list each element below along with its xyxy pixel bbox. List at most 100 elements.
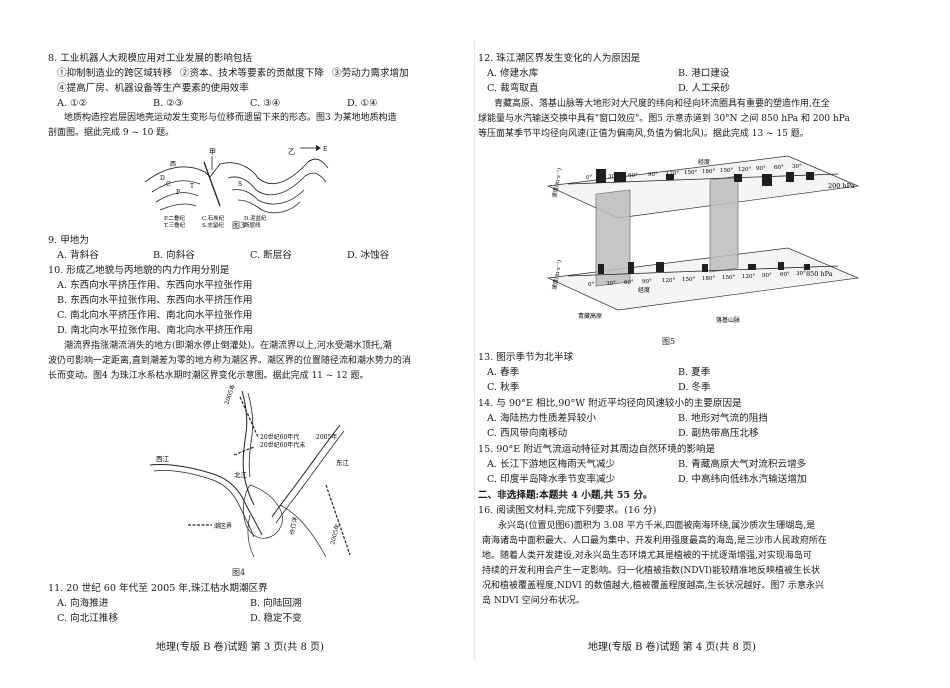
q11-option-b[interactable]: B. 向陆回溯 bbox=[250, 598, 302, 609]
q14-option-c[interactable]: C. 西风带向南移动 bbox=[487, 428, 568, 439]
q8-option-a[interactable]: A. ①② bbox=[57, 98, 88, 109]
q9-option-d[interactable]: D. 冰蚀谷 bbox=[347, 250, 390, 261]
q13-option-b[interactable]: B. 夏季 bbox=[678, 367, 711, 378]
fig5-tick-lower-1: 30° bbox=[606, 281, 616, 287]
fig5-tick-lower-0: 0° bbox=[588, 282, 594, 288]
fig5-region-tibet: 青藏高原 bbox=[578, 312, 602, 320]
fig5-lower-level: 850 hPa bbox=[806, 270, 833, 278]
q11-option-c[interactable]: C. 向北江推移 bbox=[57, 613, 119, 624]
q8-stem: 8. 工业机器人大规模应用对工业发展的影响包括 bbox=[48, 53, 253, 64]
fig4-label-2005-north: 2005年 bbox=[222, 385, 237, 406]
fig3-label-jia: 甲 bbox=[209, 148, 216, 156]
q10-option-b[interactable]: B. 东西向水平拉张作用、东西向水平挤压作用 bbox=[57, 295, 253, 306]
q10-option-d[interactable]: D. 南北向水平拉张作用、南北向水平挤压作用 bbox=[57, 325, 253, 336]
fig5-tick-lower-6: 180° bbox=[702, 276, 715, 282]
fig5-wall-tibet bbox=[595, 189, 631, 287]
q16-line-6: 岛 NDVI 空间分布状况。 bbox=[482, 596, 585, 606]
fig3-legend-c: C.石炭纪 bbox=[202, 214, 225, 222]
q13-option-d[interactable]: D. 冬季 bbox=[678, 382, 711, 393]
fig4-label-lingdingyang: 伶仃洋 bbox=[288, 516, 299, 535]
right-page: 12. 珠江潮区界发生变化的人为原因是 A. 修建水库 B. 港口建设 C. 裁… bbox=[478, 0, 950, 688]
figure-5-caption: 图5 bbox=[662, 337, 676, 346]
fig4-label-tidal-limit: 潮区界 bbox=[214, 522, 232, 530]
q16-line-1: 永兴岛(位置见图6)面积为 3.08 平方千米,四面被南海环绕,属沙质次生珊瑚岛… bbox=[498, 521, 816, 531]
q8-option-b[interactable]: B. ②③ bbox=[153, 98, 184, 109]
q14-stem: 14. 与 90°E 相比,90°W 附近平均径向风速较小的主要原因是 bbox=[478, 398, 742, 409]
fig5-tick-upper-4: 120° bbox=[666, 171, 679, 177]
fig5-region-rocky: 落基山脉 bbox=[716, 316, 740, 324]
fig4-label-1960s: 20世纪60年代 bbox=[260, 433, 299, 441]
q14-option-a[interactable]: A. 海陆热力性质差异较小 bbox=[487, 413, 596, 424]
fig3-legend-d: D.泥盆纪 bbox=[244, 214, 267, 222]
q12-option-d[interactable]: D. 人工采砂 bbox=[678, 83, 730, 94]
fig5-tick-upper-6: 180° bbox=[702, 169, 715, 175]
q11-intro-line-3: 长而变动。图4 为珠江水系枯水期时潮区界变化示意图。据此完成 11 ~ 12 题… bbox=[48, 371, 369, 381]
fig3-label-e: E bbox=[323, 146, 327, 153]
fig5-tick-lower-7: 150° bbox=[722, 275, 735, 281]
page-gutter bbox=[474, 40, 475, 660]
fig5-tick-lower-3: 90° bbox=[642, 279, 652, 285]
q8-option-c[interactable]: C. ③④ bbox=[250, 98, 281, 109]
q10-option-a[interactable]: A. 东西向水平挤压作用、东西向水平拉张作用 bbox=[57, 280, 253, 291]
q9-option-c[interactable]: C. 断层谷 bbox=[250, 250, 292, 261]
q11-option-d[interactable]: D. 稳定不变 bbox=[250, 613, 302, 624]
figure-5-wind-planes: 200 hPa 850 hPa 经度 经度 速度(m·s⁻¹) 速度(m·s⁻¹… bbox=[546, 155, 860, 324]
fig3-stratum-t: T bbox=[190, 183, 194, 190]
fig5-tick-lower-4: 120° bbox=[662, 278, 675, 284]
q13-option-c[interactable]: C. 秋季 bbox=[487, 382, 520, 393]
fig5-tick-upper-10: 60° bbox=[774, 165, 784, 171]
q9-intro-line-2: 剖面图。据此完成 9 ~ 10 题。 bbox=[48, 128, 175, 138]
q10-option-c[interactable]: C. 南北向水平挤压作用、南北向水平拉张作用 bbox=[57, 310, 253, 321]
q13-intro-line-2: 球能量与水汽输送交换中具有"窗口效应"。图5 示意赤道到 30°N 之间 850… bbox=[478, 114, 850, 124]
q12-option-b[interactable]: B. 港口建设 bbox=[678, 68, 730, 79]
q13-option-a[interactable]: A. 春季 bbox=[487, 367, 520, 378]
q11-intro-line-1: 潮流界指涨潮流消失的地方(即潮水停止倒灌处)。在潮流界以上,河水受潮水顶托,潮 bbox=[64, 341, 392, 351]
q15-option-c[interactable]: C. 印度半岛降水季节变率减少 bbox=[487, 474, 616, 485]
fig5-tick-upper-5: 150° bbox=[684, 170, 697, 176]
fig5-tick-lower-9: 90° bbox=[762, 273, 772, 279]
page-3-footer: 地理(专版 B 卷)试题 第 3 页(共 8 页) bbox=[156, 642, 324, 653]
q15-option-a[interactable]: A. 长江下游地区梅雨天气减少 bbox=[487, 459, 616, 470]
q15-option-b[interactable]: B. 青藏高原大气对流积云增多 bbox=[678, 459, 807, 470]
fig3-legend-p: P.二叠纪 bbox=[164, 214, 185, 222]
q16-line-4: 持续的开发利用会产生一定影响。归一化植被指数(NDVI)能较精准地反映植被生长状 bbox=[482, 566, 821, 576]
fig3-stratum-d: D bbox=[160, 175, 165, 182]
fig5-tick-lower-11: 30° bbox=[796, 271, 806, 277]
q8-statement-3: ③劳动力需求增加 bbox=[332, 68, 409, 79]
page-4-footer: 地理(专版 B 卷)试题 第 4 页(共 8 页) bbox=[588, 642, 756, 653]
fig5-tick-upper-9: 90° bbox=[756, 166, 766, 172]
fig5-wall-rocky bbox=[709, 175, 739, 273]
q8-option-d[interactable]: D. ①④ bbox=[347, 98, 378, 109]
fig4-label-2005-east: 2005年 bbox=[316, 433, 337, 441]
figure-3-caption: 图3 bbox=[232, 221, 246, 230]
q10-stem: 10. 形成乙地貌与丙地貌的内力作用分别是 bbox=[48, 265, 230, 276]
fig5-tick-upper-0: 0° bbox=[586, 175, 592, 181]
q9-option-b[interactable]: B. 向斜谷 bbox=[153, 250, 195, 261]
q11-stem: 11. 20 世纪 60 年代至 2005 年,珠江枯水期潮区界 bbox=[48, 583, 268, 594]
fig3-stratum-c: C bbox=[166, 181, 171, 188]
section-2-heading: 二、非选择题:本题共 4 小题,共 55 分。 bbox=[478, 490, 653, 501]
fig5-tick-upper-2: 60° bbox=[628, 173, 638, 179]
q11-option-a[interactable]: A. 向海推进 bbox=[57, 598, 109, 609]
fig5-tick-upper-7: 150° bbox=[720, 168, 733, 174]
q9-intro-line-1: 地质构造控岩层因地壳运动发生变形与位移而遗留下来的形态。图3 为某地地质构造 bbox=[64, 113, 397, 123]
fig3-stratum-p: P bbox=[176, 189, 180, 196]
fig5-tick-upper-3: 90° bbox=[648, 172, 658, 178]
fig5-axis-label-lower: 经度 bbox=[638, 286, 650, 294]
q13-intro-line-3: 等压面某季节平均径向风速(正值为偏南风,负值为偏北风)。据此完成 13 ~ 15… bbox=[478, 129, 809, 139]
q12-option-c[interactable]: C. 裁弯取直 bbox=[487, 83, 539, 94]
q15-option-d[interactable]: D. 中高纬向低纬水汽输送增加 bbox=[678, 474, 807, 485]
q8-statement-4: ④提高厂房、机器设备等生产要素的使用效率 bbox=[57, 83, 249, 94]
fig5-speed-label-lower: 速度(m·s⁻¹) bbox=[550, 259, 563, 290]
q12-option-a[interactable]: A. 修建水库 bbox=[487, 68, 539, 79]
q8-statement-1: ①抑制制造业的跨区域转移 bbox=[57, 68, 173, 79]
left-page: 8. 工业机器人大规模应用对工业发展的影响包括 ①抑制制造业的跨区域转移 ②资本… bbox=[0, 0, 470, 688]
q15-stem: 15. 90°E 附近气流运动特征对其周边自然环境的影响是 bbox=[478, 444, 716, 455]
fig5-tick-lower-5: 150° bbox=[682, 277, 695, 283]
fig5-tick-upper-11: 30° bbox=[792, 164, 802, 170]
q14-option-d[interactable]: D. 副热带高压北移 bbox=[678, 428, 759, 439]
q16-line-2: 南海诸岛中面积最大、人口最为集中、开发利用强度最高的海岛,是三沙市人民政府所在 bbox=[482, 536, 827, 546]
q9-option-a[interactable]: A. 背斜谷 bbox=[57, 250, 99, 261]
q16-stem: 16. 阅读图文材料,完成下列要求。(16 分) bbox=[478, 505, 657, 516]
q14-option-b[interactable]: B. 地形对气流的阻挡 bbox=[678, 413, 768, 424]
